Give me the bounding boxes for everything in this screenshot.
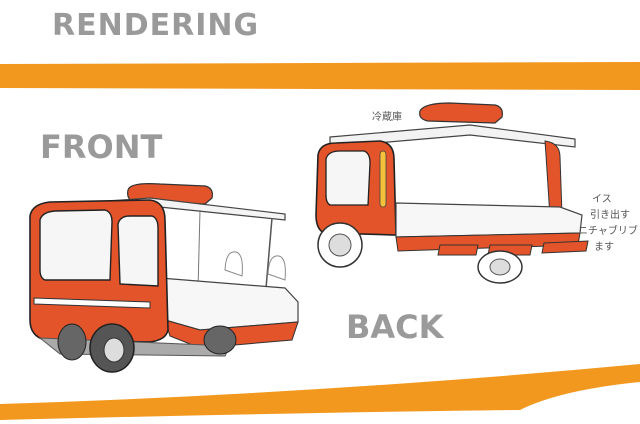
front-label: FRONT [40, 128, 163, 166]
bottom-orange-band [0, 364, 640, 420]
note-roof: 冷蔵庫 [372, 112, 402, 123]
note-side-2: 引き出す [590, 210, 630, 221]
front-vehicle-sketch [29, 183, 299, 373]
note-side-1: イス [592, 194, 612, 205]
page-title: RENDERING [52, 8, 260, 43]
back-label: BACK [346, 308, 444, 346]
note-side-4: ます [594, 242, 614, 253]
note-side-3: ニチャブリブ [578, 226, 638, 237]
top-orange-band [0, 62, 640, 90]
back-vehicle-sketch [315, 102, 589, 284]
